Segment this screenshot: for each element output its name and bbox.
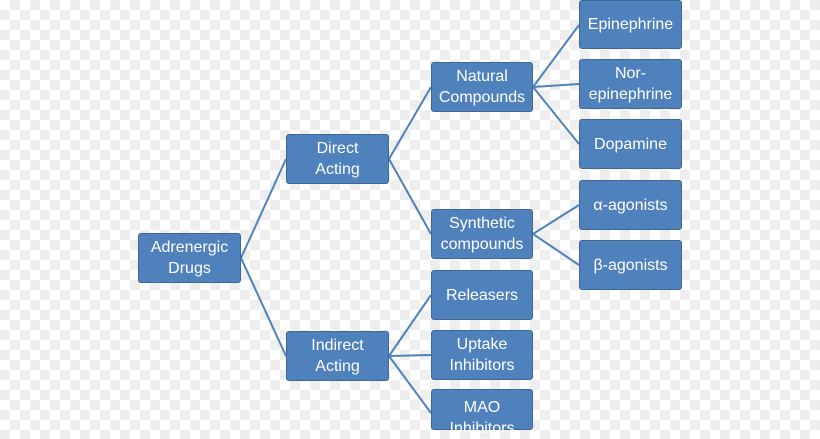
node-releasers: Releasers <box>431 270 533 320</box>
node-mao-inhibitors: MAO Inhibitors <box>431 389 533 437</box>
connector-lines <box>240 24 580 414</box>
connector-adrenergic-direct <box>240 158 287 259</box>
node-uptake-inhibitors: Uptake Inhibitors <box>431 330 533 380</box>
adrenergic-drugs-diagram: Adrenergic Drugs Direct Acting Indirect … <box>138 0 682 437</box>
connector-synthetic-beta <box>532 233 580 266</box>
node-epinephrine: Epinephrine <box>579 0 682 49</box>
node-norepinephrine: Nor- epinephrine <box>579 59 682 109</box>
node-dopamine: Dopamine <box>579 119 682 169</box>
node-synthetic-compounds: Synthetic compounds <box>431 209 533 259</box>
connector-adrenergic-indirect <box>240 257 287 357</box>
connector-synthetic-alpha <box>532 204 580 235</box>
connector-natural-norepinephrine <box>532 83 580 88</box>
connector-indirect-releasers <box>388 294 432 357</box>
node-alpha-agonists: α-agonists <box>579 180 682 230</box>
node-indirect-acting: Indirect Acting <box>286 331 389 381</box>
node-beta-agonists: β-agonists <box>579 240 682 290</box>
connector-indirect-mao <box>388 355 432 414</box>
node-direct-acting: Direct Acting <box>286 134 389 184</box>
node-natural-compounds: Natural Compounds <box>431 62 533 112</box>
connector-natural-dopamine <box>532 86 580 145</box>
connector-direct-synthetic <box>388 158 432 235</box>
node-adrenergic-drugs: Adrenergic Drugs <box>138 233 241 283</box>
connector-direct-natural <box>388 86 432 160</box>
connector-natural-epinephrine <box>532 24 580 88</box>
connector-indirect-uptake <box>388 354 432 357</box>
